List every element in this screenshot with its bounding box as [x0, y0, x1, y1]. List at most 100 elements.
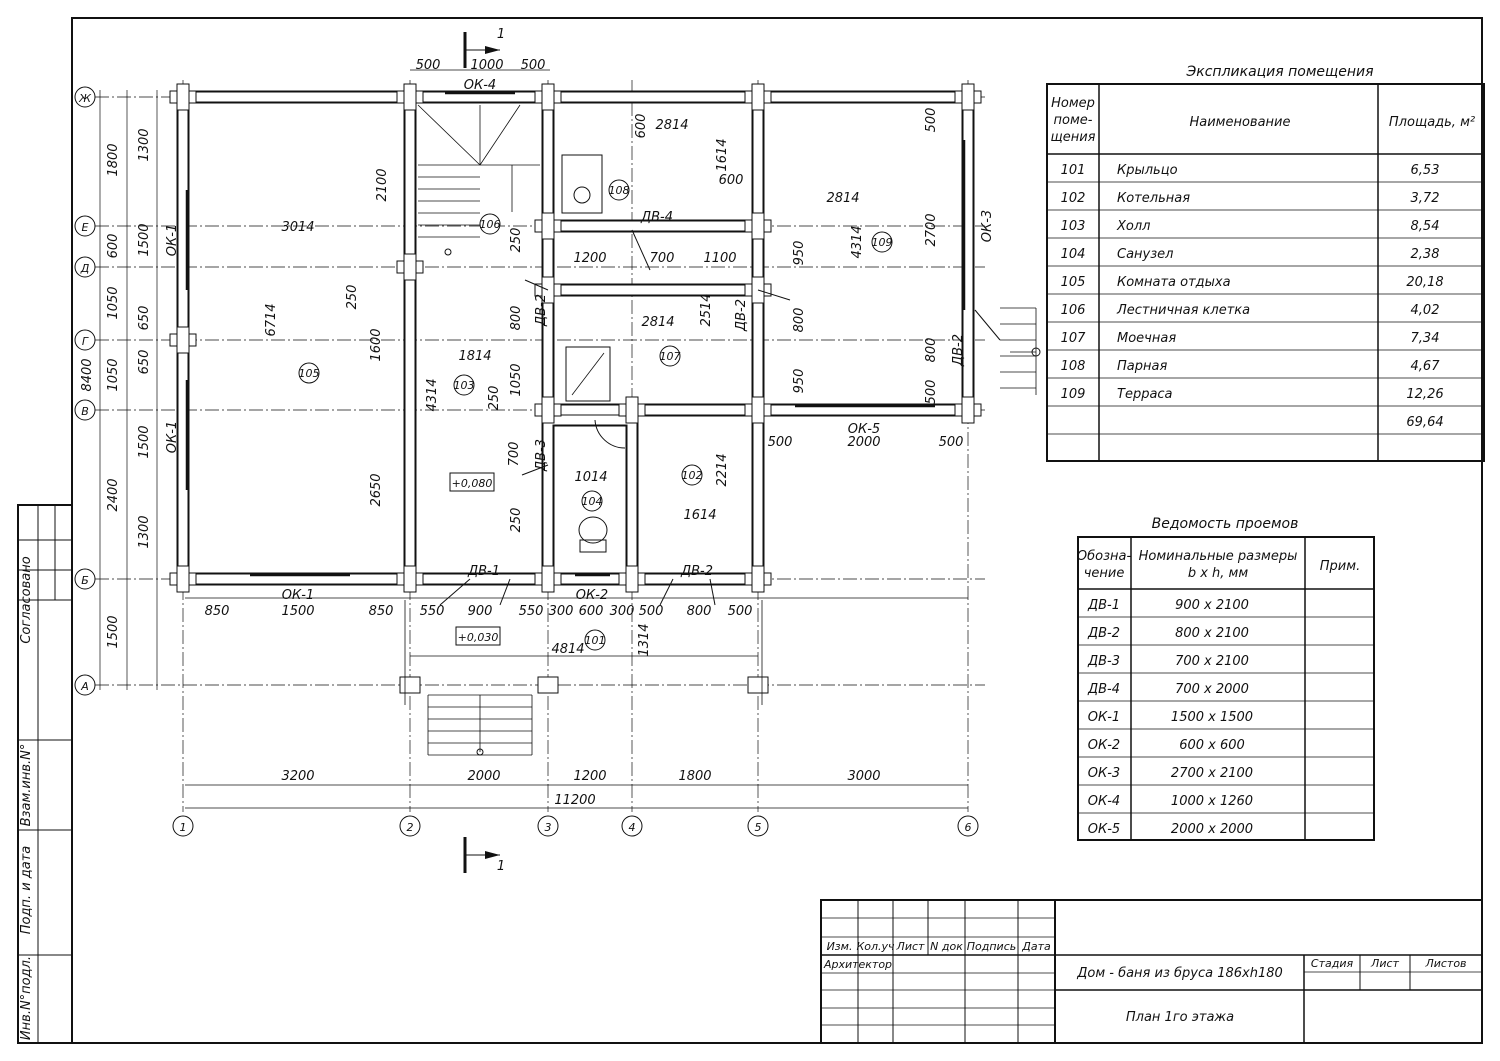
axis-label: Е	[82, 221, 89, 234]
header-sizes: Номинальные размеры	[1139, 549, 1298, 564]
dimension-label: 1614	[715, 138, 730, 171]
axis-bubble	[74, 86, 96, 108]
tb-role: Архитектор	[823, 958, 892, 971]
dimension-label: 850	[369, 604, 394, 619]
room-number-bubble	[581, 490, 603, 512]
room-number: 105	[299, 367, 320, 380]
header-designation: чение	[1084, 566, 1125, 581]
room-area: 2,38	[1411, 247, 1440, 262]
room-number-bubble	[659, 345, 681, 367]
axis-bubble	[74, 215, 96, 237]
room-number-bubble	[298, 362, 320, 384]
toilet-icon	[579, 539, 607, 553]
dimension-label: 800	[924, 338, 939, 363]
room-number: 101	[1061, 163, 1086, 178]
tb-column-header: Дата	[1021, 940, 1051, 953]
log-end	[625, 396, 639, 424]
dimension-label: 2000	[467, 769, 500, 784]
dimension-label: ДВ-2	[534, 294, 549, 327]
dimension-label: 2814	[655, 118, 688, 133]
stair-winder	[417, 104, 481, 166]
header-number: Номер	[1051, 96, 1095, 111]
dimension-label: 3014	[281, 220, 314, 235]
dimension-label: 2214	[715, 453, 730, 486]
room-number-bubble	[479, 213, 501, 235]
opening-size: 800 x 2100	[1175, 626, 1249, 641]
door-swing	[439, 578, 471, 606]
log-end	[403, 253, 417, 281]
dimension-label: 6714	[264, 303, 279, 336]
level-mark: +0,080	[452, 477, 493, 490]
log-end	[176, 565, 190, 593]
dimension-label: 4314	[850, 225, 865, 258]
dimension-label: 650	[137, 350, 152, 375]
room-number: 106	[1061, 303, 1086, 318]
log-end	[541, 212, 555, 240]
room-name: Лестничная клетка	[1116, 303, 1250, 318]
dimension-label: 800	[792, 308, 807, 333]
level-mark: +0,030	[458, 631, 499, 644]
dimension-label: 250	[509, 228, 524, 253]
door-swing	[594, 419, 626, 449]
tb-column-header: Кол.уч	[856, 940, 895, 953]
log-end	[176, 326, 190, 354]
room-number: 108	[1061, 359, 1086, 374]
dimension-label: 250	[487, 386, 502, 411]
tb-column-header: Изм.	[827, 940, 853, 953]
dimension-label: ОК-3	[980, 210, 995, 242]
log-end	[751, 565, 765, 593]
dimension-label: 800	[687, 604, 712, 619]
room-area: 8,54	[1411, 219, 1440, 234]
axis-label: 5	[755, 821, 762, 834]
room-area: 4,67	[1411, 359, 1441, 374]
dimension-label: 800	[509, 306, 524, 331]
tb-stage-header: Стадия	[1311, 957, 1354, 970]
dimension-label: 600	[106, 234, 121, 259]
room-name: Холл	[1116, 219, 1150, 234]
sheet-title: План 1го этажа	[1126, 1010, 1234, 1025]
axis-bubble	[747, 815, 769, 837]
table-title: Ведомость проемов	[1152, 516, 1299, 532]
axis-bubble	[74, 256, 96, 278]
dimension-label: ОК-5	[848, 422, 880, 437]
room-number: 102	[1061, 191, 1086, 206]
tb-column-header: Подпись	[967, 940, 1016, 953]
stair-start	[1031, 347, 1041, 357]
stove-icon	[573, 186, 591, 204]
opening-size: 700 x 2000	[1175, 682, 1249, 697]
dimension-label: 300	[610, 604, 635, 619]
opening-code: ОК-5	[1088, 822, 1120, 837]
room-area: 7,34	[1411, 331, 1440, 346]
room-number: 102	[682, 469, 703, 482]
porch-post	[747, 676, 769, 694]
dimension-label: ДВ-2	[951, 334, 966, 367]
room-name: Санузел	[1117, 247, 1173, 262]
axis-label: 4	[629, 821, 636, 834]
room-number-bubble	[608, 179, 630, 201]
dimension-label: 500	[939, 435, 964, 450]
project-title: Дом - баня из бруса 186xh180	[1076, 966, 1283, 981]
stair-start	[476, 748, 484, 756]
door-swing	[631, 229, 651, 271]
axis-label: Г	[82, 335, 89, 348]
axis-bubble	[399, 815, 421, 837]
dimension-label: 2814	[641, 315, 674, 330]
opening-size: 2700 x 2100	[1171, 766, 1253, 781]
header-designation: Обозна-	[1077, 549, 1132, 564]
porch-post	[399, 676, 421, 694]
room-name: Парная	[1117, 359, 1167, 374]
axis-label: 1	[180, 821, 187, 834]
dimension-label: 1300	[137, 515, 152, 548]
axis-bubble	[74, 568, 96, 590]
dimension-label: 550	[420, 604, 445, 619]
axis-bubble	[74, 399, 96, 421]
dimension-label: 2700	[924, 213, 939, 246]
dimension-label: 1000	[470, 58, 503, 73]
dimension-label: 250	[509, 508, 524, 533]
explication-table: Экспликация помещенияНомерпоме-щенияНаим…	[1046, 64, 1485, 462]
axis-label: Д	[80, 262, 90, 275]
stair-start	[444, 248, 452, 256]
door-swing	[521, 464, 549, 476]
dimension-label: 600	[719, 173, 744, 188]
dimension-label: 2100	[375, 168, 390, 201]
